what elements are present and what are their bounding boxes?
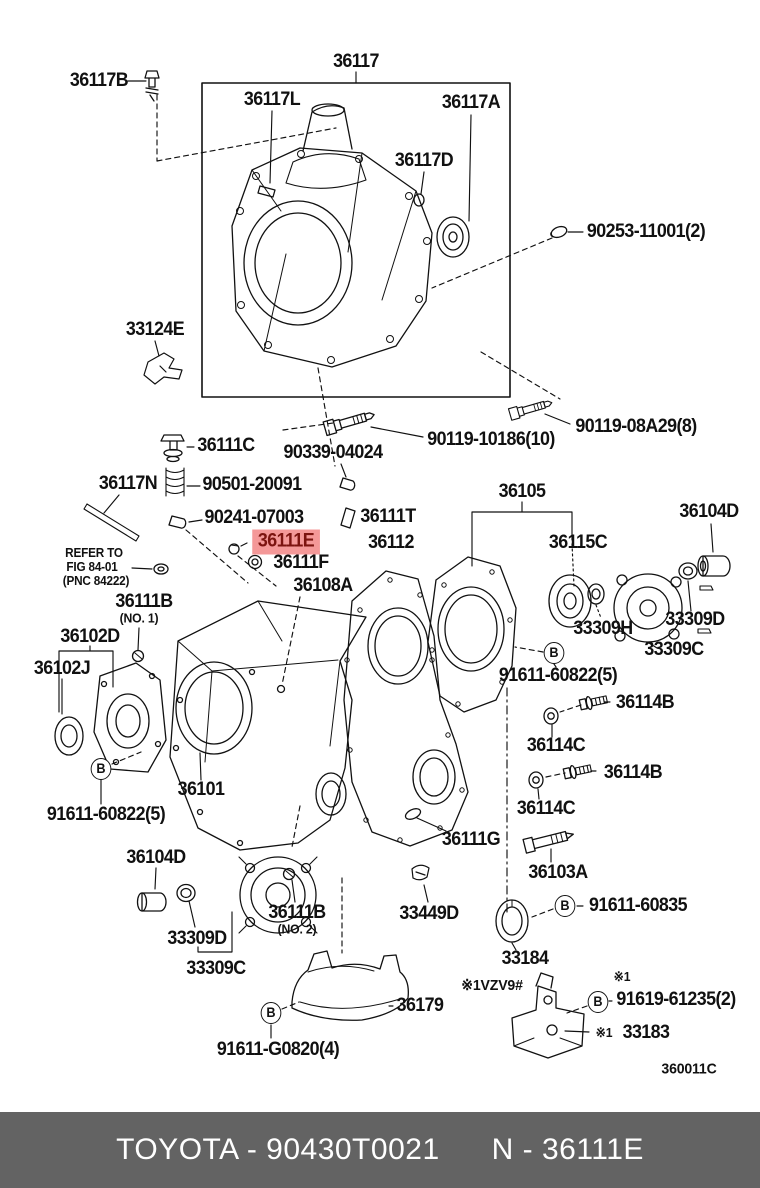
part-label[interactable]: 36114B [615, 692, 675, 713]
bolt-ref-marker: B [260, 1002, 282, 1024]
part-label[interactable]: 36111B [115, 591, 173, 612]
note-label: ※1 [595, 1025, 613, 1040]
part-label[interactable]: 33309C [186, 958, 246, 979]
part-label[interactable]: 91619-61235(2) [616, 989, 736, 1010]
figure-code: 360011C [661, 1060, 717, 1078]
part-label[interactable]: 36102D [60, 626, 120, 647]
part-label[interactable]: 36112 [368, 532, 414, 553]
part-label[interactable]: 90253-11001(2) [586, 221, 706, 242]
footer-bar: TOYOTA - 90430T0021 N - 36111E [0, 1112, 760, 1188]
part-label[interactable]: 91611-60835 [588, 895, 688, 916]
part-label[interactable]: 36114C [516, 798, 576, 819]
part-label[interactable]: 33309H [573, 618, 633, 639]
part-label[interactable]: 91611-60822(5) [46, 804, 166, 825]
part-label[interactable]: 91611-G0820(4) [216, 1039, 340, 1060]
note-label: ※1VZV9# [461, 977, 523, 994]
part-label[interactable]: 36115C [548, 532, 608, 553]
lower-cases-group [54, 555, 731, 1021]
note-label: FIG 84-01 [66, 560, 118, 574]
note-label: REFER TO [65, 546, 123, 560]
part-label[interactable]: 36117A [441, 92, 501, 113]
part-label[interactable]: 90119-10186(10) [427, 429, 555, 450]
part-label-highlighted[interactable]: 36111E [252, 529, 320, 555]
part-label[interactable]: 36104D [679, 501, 739, 522]
part-label[interactable]: 36111B [268, 902, 326, 923]
note-label: (NO. 2) [277, 921, 317, 937]
bolt-ref-marker: B [554, 895, 576, 917]
part-label[interactable]: 33309D [665, 609, 725, 630]
note-label: (NO. 1) [119, 610, 159, 626]
part-label[interactable]: 36117B [69, 70, 129, 91]
leader-lines-group [58, 71, 714, 1039]
note-label: ※1 [613, 969, 631, 984]
small-parts-group [83, 225, 608, 1059]
part-label[interactable]: 36108A [293, 575, 353, 596]
part-label[interactable]: 36117L [243, 89, 301, 110]
part-label[interactable]: 36103A [528, 862, 588, 883]
part-label[interactable]: 33184 [501, 948, 549, 969]
part-label[interactable]: 36105 [498, 481, 546, 502]
part-label[interactable]: 33309C [644, 639, 704, 660]
part-label[interactable]: 36114B [603, 762, 663, 783]
part-label[interactable]: 36102J [33, 658, 91, 679]
part-label[interactable]: 36117 [333, 51, 379, 72]
part-label[interactable]: 36104D [126, 847, 186, 868]
part-label[interactable]: 90119-08A29(8) [575, 416, 697, 437]
part-label[interactable]: 36117D [394, 150, 454, 171]
note-label: (PNC 84222) [62, 574, 130, 588]
part-label[interactable]: 36114C [526, 735, 586, 756]
part-label[interactable]: 91611-60822(5) [498, 665, 618, 686]
part-label[interactable]: 36111C [197, 435, 255, 456]
part-label[interactable]: 33449D [399, 903, 459, 924]
part-label[interactable]: 36179 [396, 995, 444, 1016]
part-label[interactable]: 33124E [125, 319, 185, 340]
footer-catalog-code: TOYOTA - 90430T0021 [116, 1133, 440, 1166]
part-label[interactable]: 33309D [167, 928, 227, 949]
footer-part-ref: N - 36111E [491, 1133, 644, 1166]
part-label[interactable]: 36111G [441, 829, 501, 850]
bolt-ref-marker: B [90, 758, 112, 780]
part-label[interactable]: 90339-04024 [283, 442, 383, 463]
part-label[interactable]: 36117N [98, 473, 158, 494]
bolt-ref-marker: B [543, 642, 565, 664]
bolt-ref-marker: B [587, 991, 609, 1013]
part-label[interactable]: 90501-20091 [202, 474, 302, 495]
part-label[interactable]: 33183 [622, 1022, 670, 1043]
part-label[interactable]: 36111T [360, 506, 416, 527]
part-label[interactable]: 36101 [177, 779, 225, 800]
part-label[interactable]: 36111F [273, 552, 329, 573]
part-label[interactable]: 90241-07003 [204, 507, 304, 528]
